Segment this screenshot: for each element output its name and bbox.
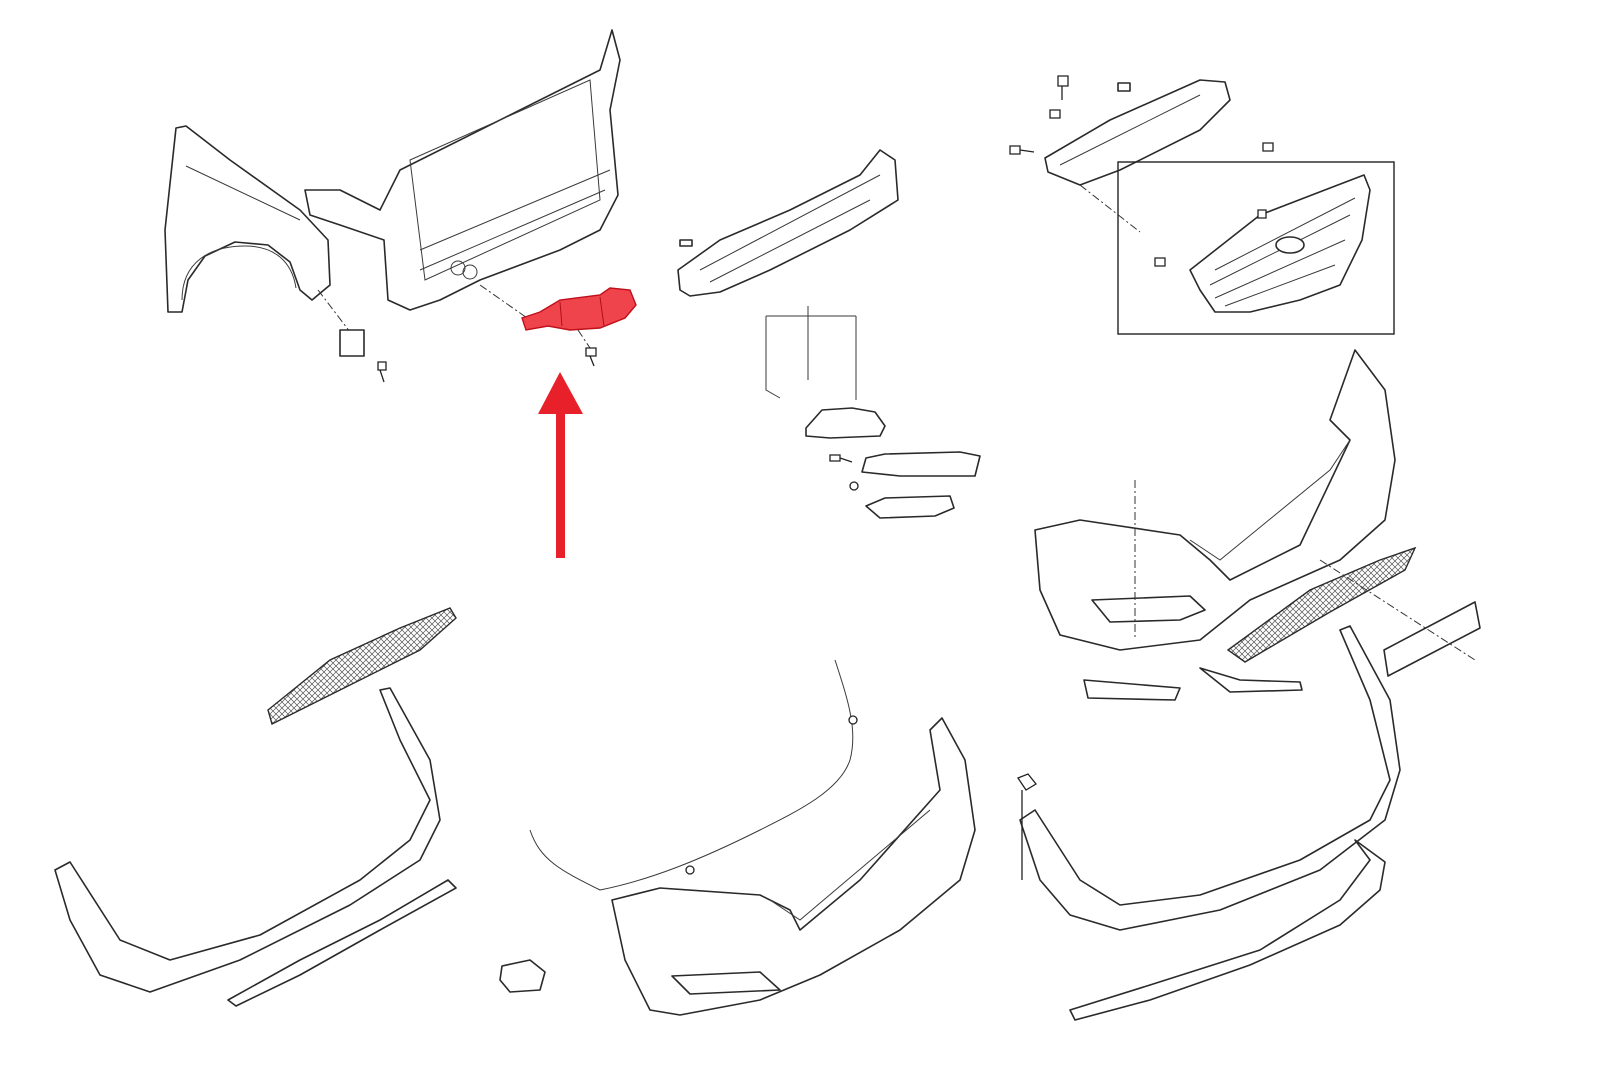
bumper-absorber <box>677 149 899 297</box>
up-arrow-icon <box>538 372 583 558</box>
radiator-upper-cover <box>1009 75 1231 186</box>
parking-sensor <box>499 959 546 993</box>
front-fender <box>164 125 331 313</box>
lower-grille-mesh <box>1226 546 1417 663</box>
front-bumper-cover-upper-right <box>1034 349 1396 651</box>
highlighted-bracket <box>521 287 637 331</box>
bumper-lower-lip-left <box>54 687 457 1007</box>
grille-box <box>1117 142 1395 335</box>
bumper-lower-right <box>1019 625 1401 1021</box>
fog-light-assembly <box>765 306 981 519</box>
parking-sensor-wiring <box>529 659 858 891</box>
fender-clip <box>339 329 387 383</box>
front-bumper-cover-lower-middle <box>611 717 976 1016</box>
radiator-support <box>304 29 621 311</box>
license-plate-bracket <box>1383 601 1481 677</box>
fog-garnish <box>1199 667 1303 693</box>
bracket-bolt <box>585 347 597 367</box>
side-trim <box>1083 679 1181 701</box>
clip-fastener <box>1017 773 1037 880</box>
lower-grille-left <box>267 607 457 726</box>
